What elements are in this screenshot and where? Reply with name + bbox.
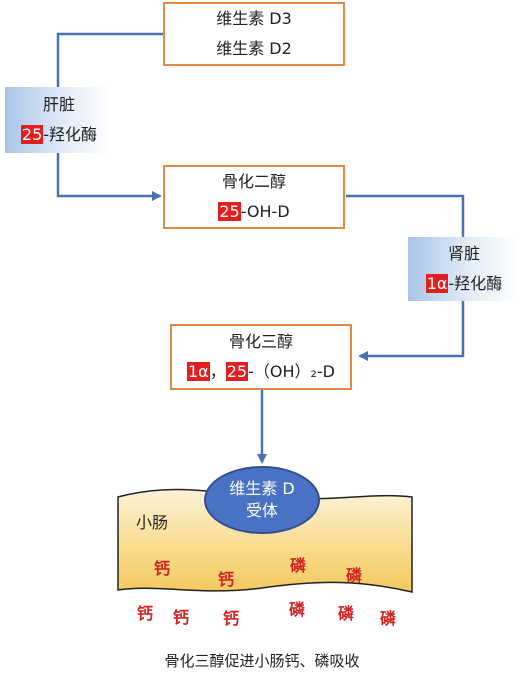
phosphorus-inside-1: 磷 <box>290 556 307 575</box>
caption: 骨化三醇促进小肠钙、磷吸收 <box>164 652 360 670</box>
calcidiol-formula-highlight: 25 <box>218 202 241 221</box>
calcium-below-2: 钙 <box>173 608 190 627</box>
calcium-below-1: 钙 <box>137 604 154 623</box>
calcitriol-box: 骨化三醇 1α，25-（OH）₂-D <box>170 324 352 390</box>
calcium-inside-1: 钙 <box>154 559 171 578</box>
vitamin-d-receptor: 维生素 D 受体 <box>204 466 320 534</box>
vitamin-d-box: 维生素 D3 维生素 D2 <box>163 2 345 66</box>
calcitriol-formula-separator: ， <box>209 362 226 381</box>
receptor-label-line2: 受体 <box>245 501 278 520</box>
calcitriol-formula-highlight-25: 25 <box>225 362 249 381</box>
calcidiol-formula-rest: -OH-D <box>240 202 290 221</box>
kidney-box: 肾脏 1α-羟化酶 <box>408 237 520 301</box>
calcium-below-3: 钙 <box>223 609 240 628</box>
calcidiol-formula: 25-OH-D <box>218 197 290 227</box>
phosphorus-below-2: 磷 <box>338 604 355 623</box>
kidney-enzyme-rest: -羟化酶 <box>448 274 503 293</box>
receptor-label-line1: 维生素 D <box>229 479 295 498</box>
kidney-label: 肾脏 <box>447 244 480 263</box>
calcitriol-formula: 1α，25-（OH）₂-D <box>186 357 336 387</box>
kidney-enzyme: 1α-羟化酶 <box>425 269 503 299</box>
calcitriol-formula-rest: -（OH）₂-D <box>248 362 336 381</box>
vitamin-d3-label: 维生素 D3 <box>216 9 292 28</box>
calcidiol-label: 骨化二醇 <box>221 172 286 191</box>
calcitriol-formula-highlight-1a: 1α <box>186 362 210 381</box>
calcium-inside-2: 钙 <box>218 570 235 589</box>
phosphorus-below-3: 磷 <box>380 609 397 628</box>
liver-enzyme-highlight: 25 <box>20 125 44 144</box>
liver-enzyme-rest: -羟化酶 <box>43 125 98 144</box>
kidney-enzyme-highlight: 1α <box>425 274 449 293</box>
calcitriol-label: 骨化三醇 <box>228 332 293 351</box>
liver-box: 肝脏 25-羟化酶 <box>5 87 113 153</box>
liver-label: 肝脏 <box>42 95 75 114</box>
intestine-label: 小肠 <box>136 513 169 532</box>
vitamin-d2-label: 维生素 D2 <box>216 39 292 58</box>
phosphorus-inside-2: 磷 <box>346 566 363 585</box>
liver-enzyme: 25-羟化酶 <box>20 120 98 150</box>
phosphorus-below-1: 磷 <box>289 600 306 619</box>
calcidiol-box: 骨化二醇 25-OH-D <box>163 165 345 229</box>
